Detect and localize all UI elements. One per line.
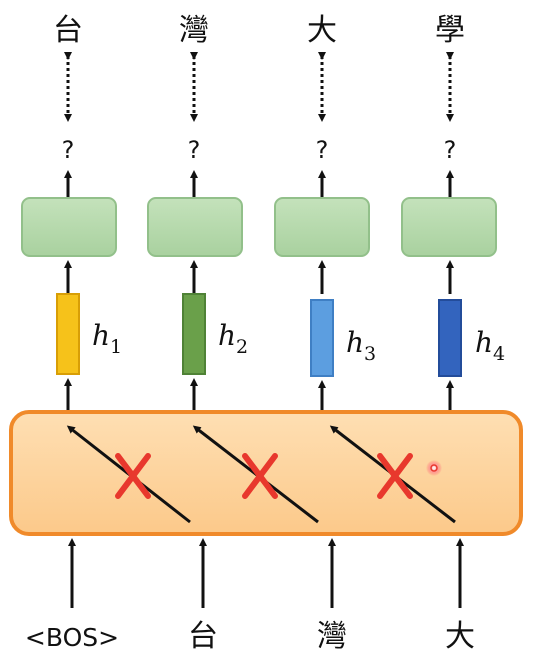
input-token: 灣 [317, 619, 347, 654]
input-token: 大 [445, 619, 475, 654]
input-token: 台 [188, 619, 218, 654]
input-token: <BOS> [25, 623, 119, 652]
hidden-to-box-arrows [64, 260, 454, 294]
pointer-dot-core [430, 464, 438, 472]
hidden-state-label: h3 [346, 326, 376, 365]
predicted-token: ? [188, 136, 201, 164]
cross-icon [115, 453, 151, 499]
module-to-hidden-arrows [64, 378, 454, 412]
hidden-state-label: h2 [218, 319, 248, 358]
output-layer-box [274, 197, 370, 257]
hidden-state-labels: h1 h2 h3 h4 [92, 319, 505, 365]
output-layers [21, 197, 497, 257]
predicted-token: ? [444, 136, 457, 164]
predicted-token: ? [62, 136, 75, 164]
output-token: 大 [307, 13, 337, 48]
output-layer-box [401, 197, 497, 257]
output-tokens: 台 灣 大 學 [53, 13, 465, 48]
hidden-state-label: h1 [92, 319, 122, 358]
output-layer-box [147, 197, 243, 257]
predicted-token: ? [316, 136, 329, 164]
output-layer-box [21, 197, 117, 257]
cross-icon [242, 453, 278, 499]
predicted-tokens: ? ? ? ? [62, 136, 457, 164]
dotted-arrows [64, 52, 454, 122]
hidden-state-bar [56, 293, 80, 375]
input-arrows [68, 538, 464, 608]
pointer-dot-icon [426, 460, 442, 476]
hidden-state-bar [310, 299, 334, 377]
cross-icon [377, 453, 413, 499]
hidden-state-bar [438, 299, 462, 377]
output-token: 灣 [179, 13, 209, 48]
output-token: 學 [435, 13, 465, 48]
hidden-state-label: h4 [475, 326, 505, 365]
hidden-state-bar [182, 293, 206, 375]
hidden-states [56, 293, 462, 377]
input-tokens: <BOS> 台 灣 大 [25, 619, 475, 654]
mask-crosses [115, 453, 413, 499]
box-to-token-arrows [64, 170, 454, 198]
masked-attention-module [9, 410, 523, 536]
output-token: 台 [53, 13, 83, 48]
